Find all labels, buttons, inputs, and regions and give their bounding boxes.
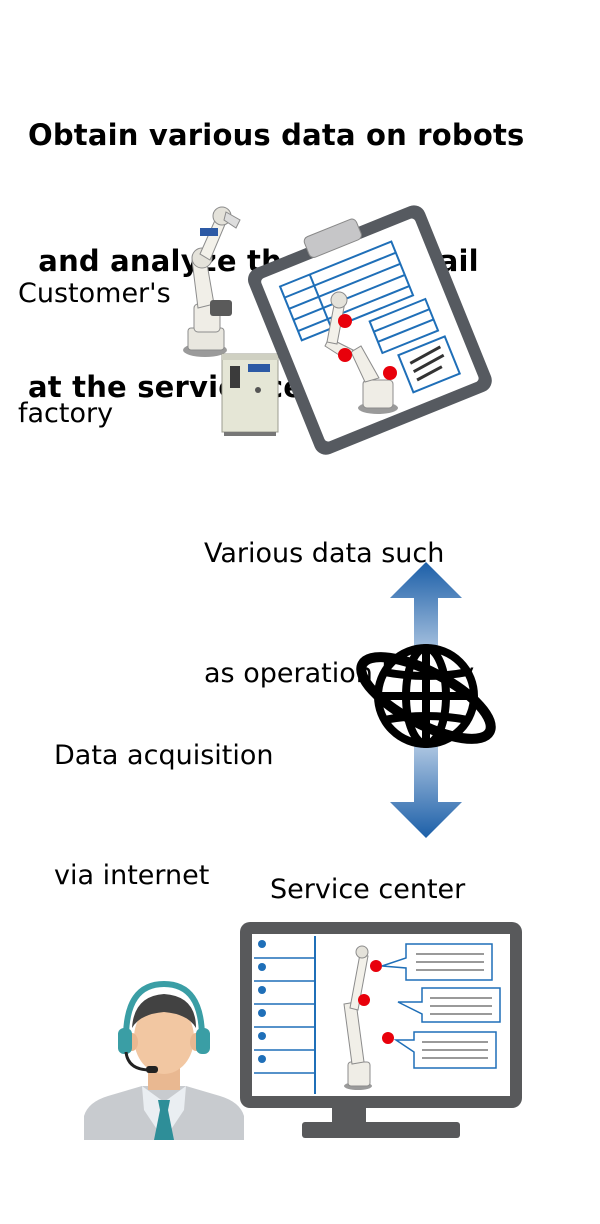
monitor-icon <box>240 922 522 1138</box>
clipboard-report-icon <box>247 205 492 455</box>
customer-factory-label: Customer's factory <box>18 194 171 474</box>
robot-controller-icon <box>221 353 279 436</box>
data-label-line-1: Various data such <box>204 538 445 569</box>
marker-dot <box>383 366 397 380</box>
marker-dot <box>358 994 370 1006</box>
internet-label-line-1: Data acquisition <box>54 740 274 771</box>
marker-dot <box>338 314 352 328</box>
globe-icon <box>356 644 496 748</box>
marker-dot <box>382 1032 394 1044</box>
internet-label: Data acquisition via internet <box>54 656 273 936</box>
customer-label-line-1: Customer's <box>18 278 171 309</box>
internet-label-line-2: via internet <box>54 860 210 891</box>
service-center-label: Service center <box>270 874 466 905</box>
robot-arm-icon <box>183 206 241 357</box>
operator-headset-icon <box>84 980 244 1140</box>
marker-dot <box>338 348 352 362</box>
marker-dot <box>370 960 382 972</box>
customer-label-line-2: factory <box>18 398 114 429</box>
title-line-1: Obtain various data on robots <box>28 118 525 152</box>
